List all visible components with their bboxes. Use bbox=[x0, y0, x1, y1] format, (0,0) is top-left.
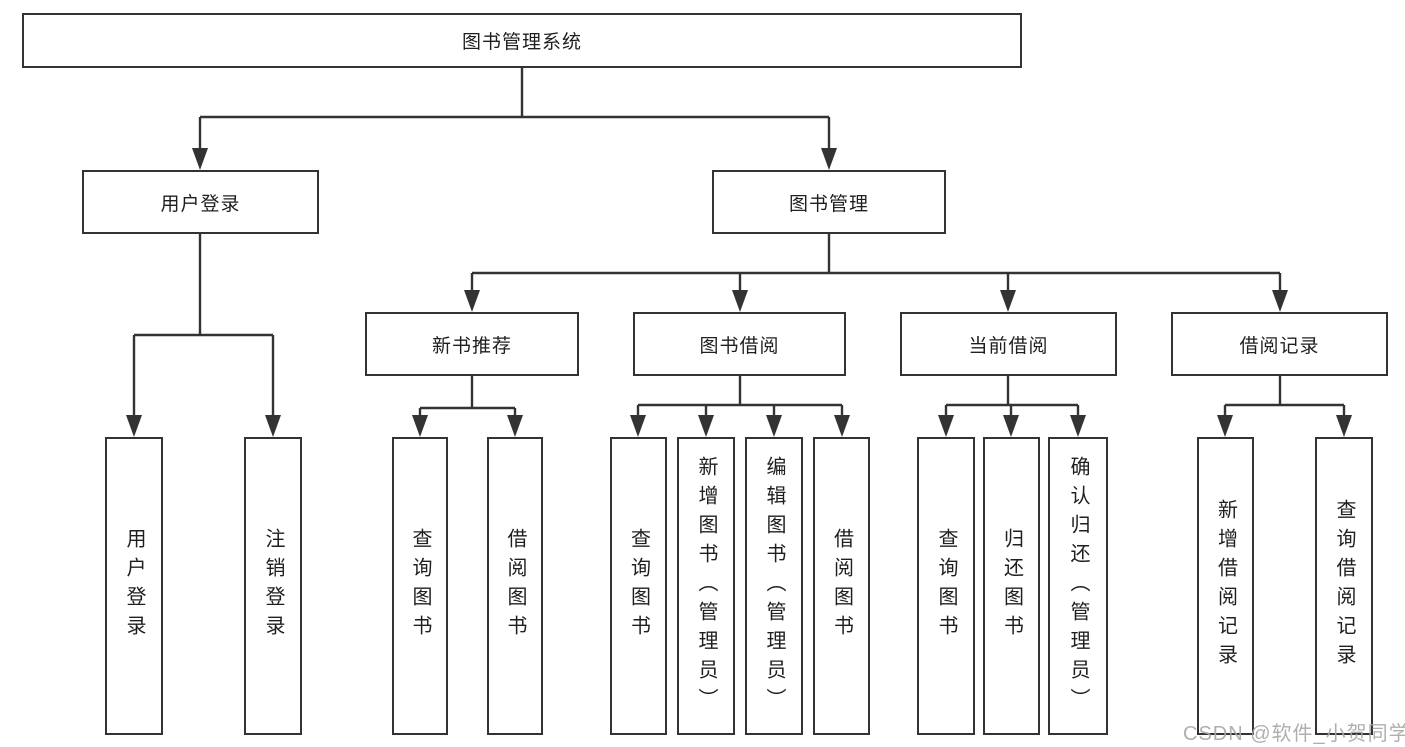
leaf-query-book-recommend: 查询图书 bbox=[392, 437, 448, 735]
leaf-query-borrow-record: 查询借阅记录 bbox=[1315, 437, 1373, 735]
leaf-edit-book-admin: 编辑图书（管理员） bbox=[745, 437, 803, 735]
node-label: 用户登录 bbox=[160, 193, 241, 215]
leaf-label: 新增图书（管理员） bbox=[695, 455, 717, 717]
leaf-user-login: 用户登录 bbox=[105, 437, 163, 735]
leaf-add-borrow-record: 新增借阅记录 bbox=[1197, 437, 1254, 735]
node-label: 图书借阅 bbox=[699, 335, 780, 357]
leaf-label: 借阅图书 bbox=[504, 528, 526, 644]
leaf-add-book-admin: 新增图书（管理员） bbox=[677, 437, 735, 735]
leaf-borrow-book: 借阅图书 bbox=[813, 437, 870, 735]
leaf-query-book-current: 查询图书 bbox=[917, 437, 975, 735]
connector-borrowrecord-to-leaves bbox=[1217, 376, 1352, 437]
leaf-query-book-borrow: 查询图书 bbox=[610, 437, 667, 735]
leaf-label: 确认归还（管理员） bbox=[1067, 455, 1089, 717]
connector-newbookrec-to-leaves bbox=[412, 376, 523, 437]
leaf-label: 查询借阅记录 bbox=[1333, 499, 1355, 673]
node-new-book-recommendation: 新书推荐 bbox=[365, 312, 579, 376]
leaf-label: 查询图书 bbox=[627, 528, 650, 644]
node-book-borrowing: 图书借阅 bbox=[633, 312, 846, 376]
connector-curborrow-to-leaves bbox=[938, 376, 1086, 437]
leaf-logout: 注销登录 bbox=[244, 437, 302, 735]
connector-bookborrow-to-leaves bbox=[630, 376, 850, 437]
leaf-label: 新增借阅记录 bbox=[1214, 499, 1237, 673]
node-borrowing-records: 借阅记录 bbox=[1171, 312, 1388, 376]
node-current-borrowing: 当前借阅 bbox=[900, 312, 1117, 376]
node-label: 新书推荐 bbox=[431, 335, 512, 357]
node-book-management: 图书管理 bbox=[712, 170, 946, 234]
node-user-login: 用户登录 bbox=[82, 170, 319, 234]
csdn-watermark: CSDN @软件_小贺同学 bbox=[1183, 723, 1405, 745]
connector-userlogin-to-leaves bbox=[126, 234, 281, 437]
leaf-borrow-book-recommend: 借阅图书 bbox=[487, 437, 543, 735]
connector-bookmgmt-to-level3 bbox=[464, 234, 1288, 312]
leaf-label: 归还图书 bbox=[1000, 528, 1023, 644]
leaf-return-book: 归还图书 bbox=[983, 437, 1040, 735]
node-library-management-system: 图书管理系统 bbox=[22, 13, 1022, 68]
leaf-label: 查询图书 bbox=[409, 528, 431, 644]
connector-root-to-level2 bbox=[192, 68, 837, 170]
node-label: 借阅记录 bbox=[1239, 335, 1320, 357]
node-label: 图书管理 bbox=[788, 193, 869, 215]
leaf-label: 借阅图书 bbox=[830, 528, 853, 644]
node-label: 当前借阅 bbox=[968, 335, 1049, 357]
leaf-label: 编辑图书（管理员） bbox=[763, 455, 785, 717]
leaf-confirm-return-admin: 确认归还（管理员） bbox=[1048, 437, 1108, 735]
leaf-label: 查询图书 bbox=[935, 528, 957, 644]
node-label: 图书管理系统 bbox=[461, 32, 582, 53]
leaf-label: 注销登录 bbox=[262, 528, 284, 644]
leaf-label: 用户登录 bbox=[123, 528, 145, 644]
